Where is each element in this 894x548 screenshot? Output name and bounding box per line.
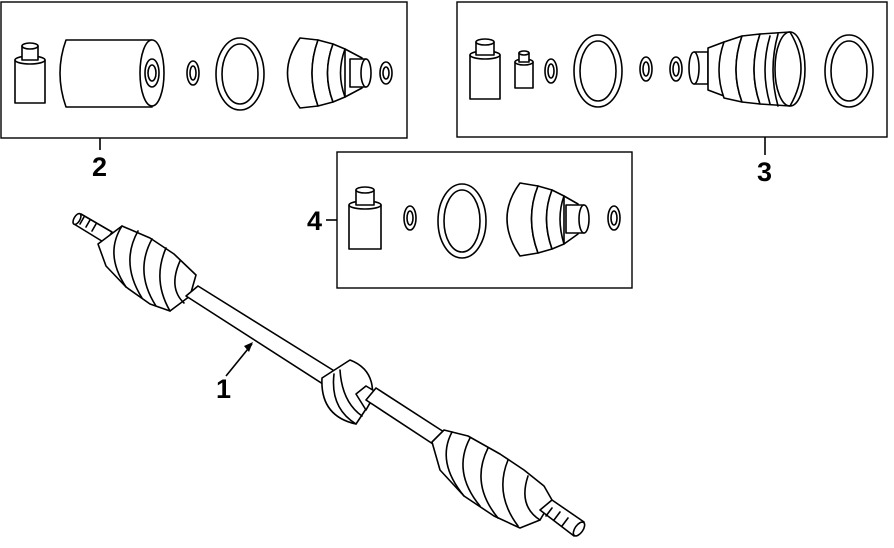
kit3-bushing-large xyxy=(469,38,501,100)
shaft-right-stub xyxy=(539,499,586,537)
kit-box-3-frame xyxy=(456,1,888,138)
kit4-small-clamp-2 xyxy=(607,205,621,231)
callout-4: 4 xyxy=(307,206,337,236)
kit3-bushing-small xyxy=(514,50,534,89)
kit4-small-clamp-1 xyxy=(403,205,417,231)
kit2-bushing xyxy=(14,42,46,104)
callout-2: 2 xyxy=(92,138,107,182)
callout-3-label: 3 xyxy=(757,157,772,187)
callout-2-label: 2 xyxy=(92,152,107,182)
kit-box-4 xyxy=(336,151,633,289)
shaft-damper xyxy=(321,359,377,425)
callout-1-label: 1 xyxy=(216,374,231,404)
callout-1: 1 xyxy=(216,342,253,404)
shaft-right-boot xyxy=(431,429,553,529)
callout-3: 3 xyxy=(757,137,772,187)
kit3-large-clamp-2 xyxy=(824,34,874,108)
kit-box-2 xyxy=(0,1,408,139)
kit2-large-clamp xyxy=(215,37,265,111)
kit3-small-clamp-3 xyxy=(669,56,683,82)
shaft-left-boot xyxy=(97,225,197,312)
kit3-boot xyxy=(688,31,806,107)
kit2-small-clamp-2 xyxy=(379,61,393,85)
drive-shaft-assembly xyxy=(72,212,586,537)
kit2-boot xyxy=(286,37,372,109)
kit4-bushing xyxy=(348,186,382,250)
shaft-bar-upper xyxy=(185,285,337,387)
kit-box-2-frame xyxy=(0,1,408,139)
kit2-joint-housing xyxy=(59,39,165,108)
callout-4-label: 4 xyxy=(307,206,322,236)
kit-box-3 xyxy=(456,1,888,138)
kit2-small-clamp-1 xyxy=(186,60,200,86)
shaft-left-stub xyxy=(72,212,113,244)
kit4-boot xyxy=(506,182,590,257)
kit3-large-clamp-1 xyxy=(573,34,623,108)
kit3-small-clamp-2 xyxy=(639,56,653,82)
kit4-large-clamp xyxy=(437,183,487,259)
shaft-bar-lower xyxy=(365,387,445,447)
kit3-small-clamp-1 xyxy=(544,58,558,84)
